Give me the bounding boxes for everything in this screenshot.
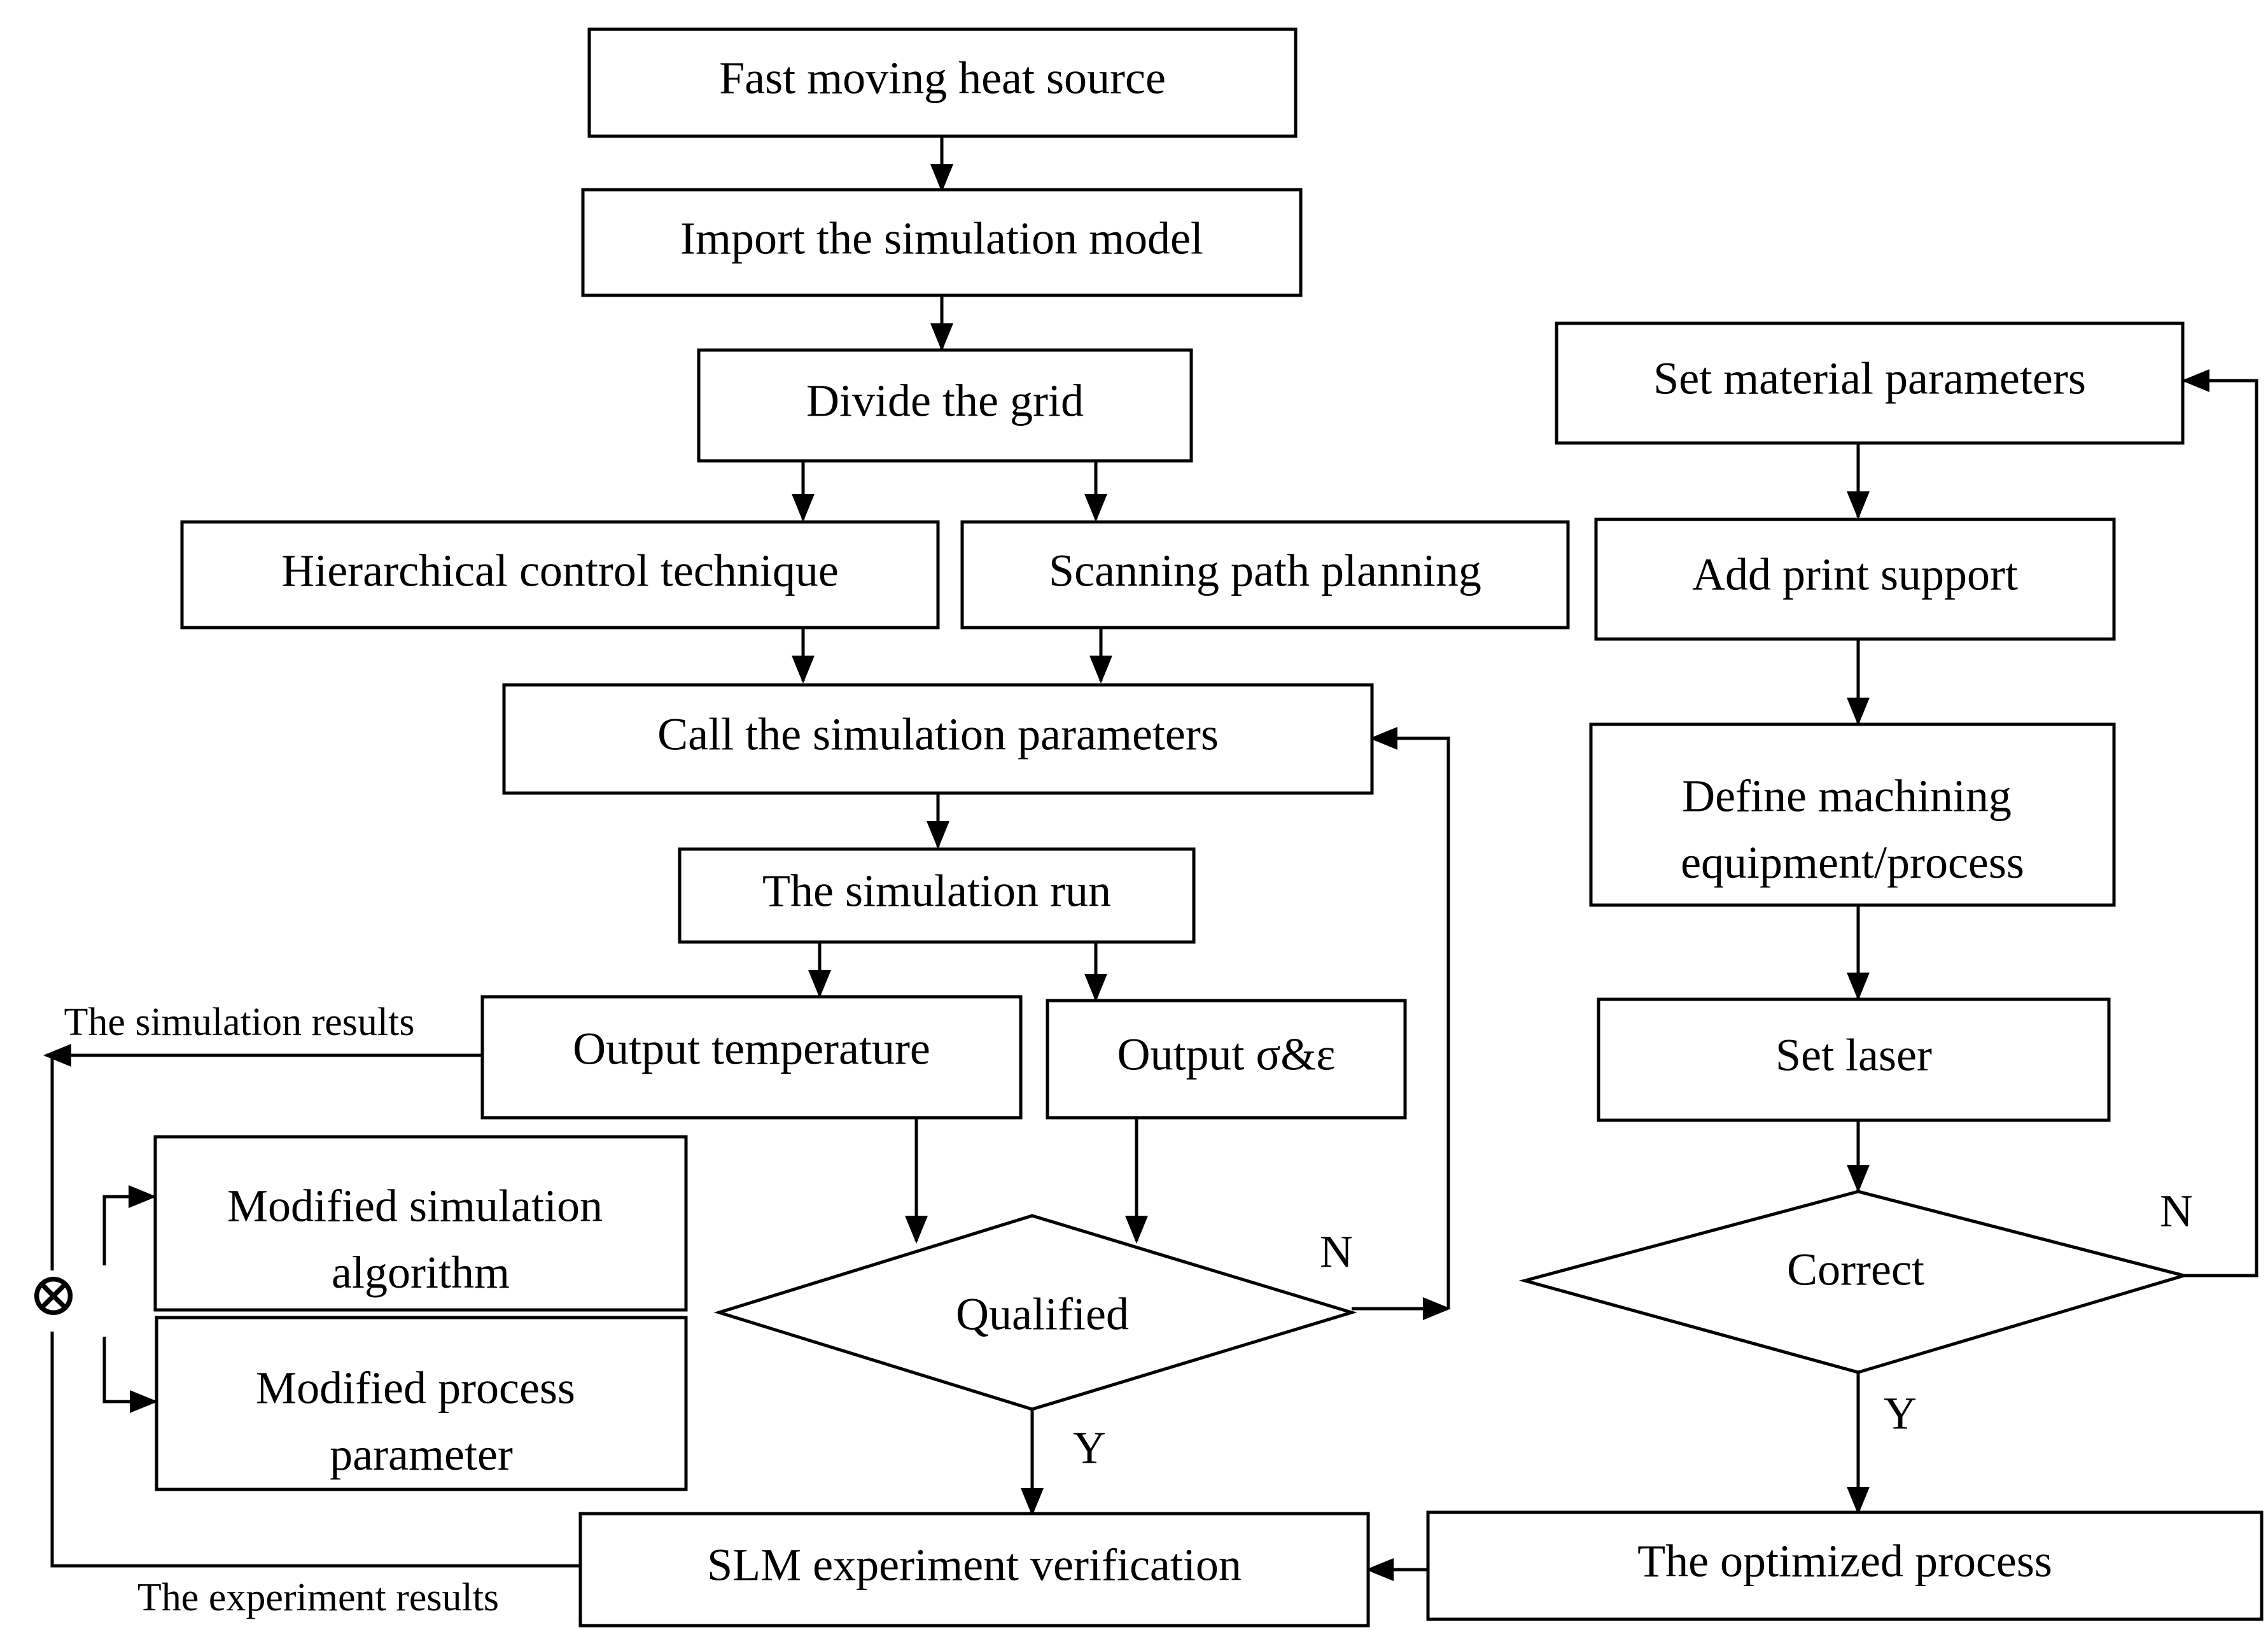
node-qualified-decision: Qualified (713, 1214, 1357, 1411)
node-modified-algorithm-line-1: Modified simulation (227, 1180, 603, 1231)
node-modified-algorithm-line-2: algorithm (332, 1247, 510, 1298)
node-modified-algorithm-label: Modified simulation algorithm (227, 1180, 614, 1297)
node-qualified-label: Qualified (956, 1289, 1129, 1340)
node-define-machining-label: Define machining equipment/process (1681, 770, 2024, 887)
node-set-laser-label: Set laser (1775, 1030, 1932, 1081)
node-modified-process-line-2: parameter (330, 1429, 513, 1480)
node-correct-label: Correct (1787, 1244, 1924, 1295)
node-output-temperature-label: Output temperature (573, 1023, 930, 1074)
node-optimized-process: The optimized process (1426, 1510, 2264, 1621)
node-define-machining-line-1: Define machining (1682, 770, 2012, 821)
node-import-model: Import the simulation model (581, 188, 1303, 297)
arrow-qualified-feedback-to-call (1369, 727, 1450, 1309)
node-fast-heat-source: Fast moving heat source (587, 27, 1298, 138)
node-simulation-run: The simulation run (678, 847, 1196, 944)
node-call-parameters-label: Call the simulation parameters (657, 709, 1219, 760)
label-simulation-results: The simulation results (64, 1001, 414, 1044)
comparator-symbol: ⊗ (25, 1260, 79, 1332)
comparator-glyph: ⊗ (28, 1260, 79, 1328)
node-add-support-label: Add print support (1692, 549, 2018, 600)
node-set-laser: Set laser (1597, 997, 2111, 1122)
node-divide-grid: Divide the grid (697, 348, 1193, 463)
label-correct-yes: Y (1884, 1388, 1917, 1439)
label-qualified-yes: Y (1073, 1423, 1106, 1474)
node-output-stress-strain-label: Output σ&ε (1117, 1029, 1335, 1080)
node-modified-process-label: Modified process parameter (256, 1362, 587, 1479)
node-scanning-path-label: Scanning path planning (1049, 545, 1481, 596)
arrow-comparator-to-modified-algorithm (102, 1185, 157, 1265)
label-qualified-no: N (1320, 1227, 1353, 1277)
node-hierarchical-control: Hierarchical control technique (180, 520, 940, 630)
connectors (43, 136, 2258, 1581)
node-modified-algorithm: Modified simulation algorithm (153, 1135, 688, 1312)
node-modified-process-line-1: Modified process (256, 1362, 575, 1413)
node-divide-grid-label: Divide the grid (806, 376, 1084, 426)
line-experiment-results-feedback (50, 1055, 580, 1568)
node-add-support: Add print support (1594, 517, 2116, 641)
arrow-comparator-to-modified-process (102, 1337, 158, 1413)
node-set-material-label: Set material parameters (1653, 353, 2086, 404)
node-hierarchical-control-label: Hierarchical control technique (281, 545, 839, 596)
node-correct-decision: Correct (1518, 1190, 2190, 1374)
node-slm-verification: SLM experiment verification (578, 1512, 1370, 1628)
node-optimized-process-label: The optimized process (1637, 1536, 2052, 1587)
node-call-parameters: Call the simulation parameters (502, 683, 1374, 795)
node-output-stress-strain: Output σ&ε (1046, 999, 1407, 1120)
arrow-correct-no-feedback-to-material (2181, 369, 2258, 1277)
label-correct-no: N (2160, 1186, 2193, 1237)
node-modified-process: Modified process parameter (155, 1316, 688, 1491)
node-import-model-label: Import the simulation model (680, 213, 1203, 264)
node-fast-heat-source-label: Fast moving heat source (719, 53, 1166, 104)
node-slm-verification-label: SLM experiment verification (707, 1540, 1242, 1591)
label-experiment-results: The experiment results (137, 1576, 499, 1619)
node-scanning-path: Scanning path planning (960, 520, 1570, 630)
node-set-material: Set material parameters (1555, 321, 2185, 445)
node-simulation-run-label: The simulation run (762, 866, 1111, 917)
node-output-temperature: Output temperature (480, 995, 1023, 1120)
node-define-machining-line-2: equipment/process (1681, 837, 2024, 888)
node-define-machining: Define machining equipment/process (1589, 722, 2116, 907)
